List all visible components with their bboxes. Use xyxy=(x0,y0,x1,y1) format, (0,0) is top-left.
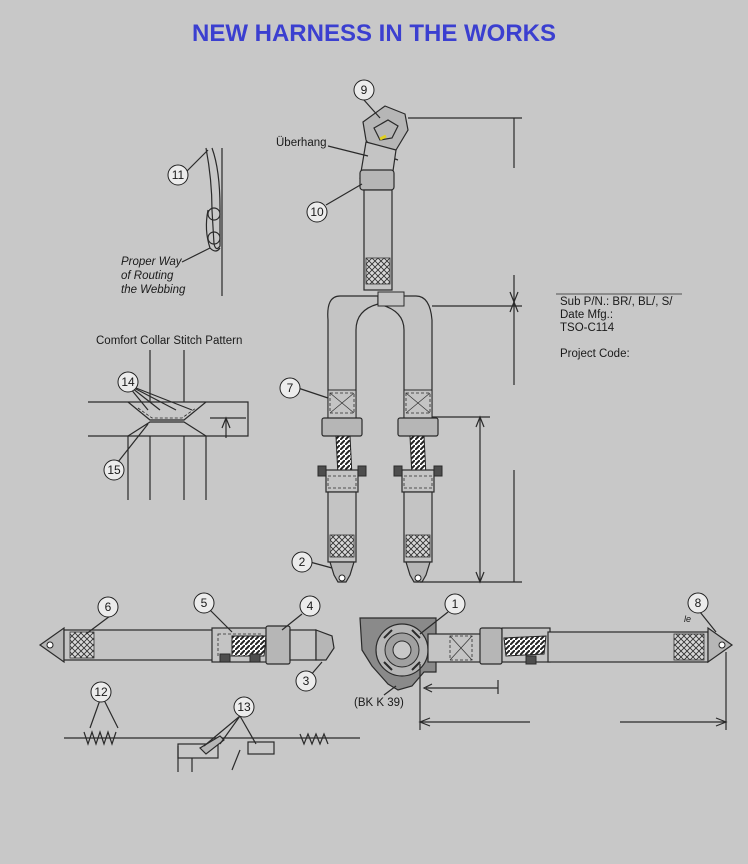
svg-text:4: 4 xyxy=(307,599,314,613)
routing-label-line2: of Routing xyxy=(121,270,174,282)
tso-label: TSO-C114 xyxy=(560,322,615,334)
adjuster-slider xyxy=(359,169,395,191)
svg-text:13: 13 xyxy=(237,700,251,714)
svg-text:1: 1 xyxy=(452,597,459,611)
svg-text:14: 14 xyxy=(121,375,135,389)
svg-text:9: 9 xyxy=(361,83,368,97)
svg-text:7: 7 xyxy=(287,381,294,395)
callout-6: 6 xyxy=(97,596,119,618)
svg-text:11: 11 xyxy=(172,168,185,182)
right-lap-belt xyxy=(427,626,734,665)
routing-label-line1: Proper Way xyxy=(121,256,183,268)
svg-text:6: 6 xyxy=(105,600,112,614)
callout-10: 10 xyxy=(306,201,328,223)
left-lap-belt xyxy=(38,625,335,665)
comfort-collar-label: Comfort Collar Stitch Pattern xyxy=(96,335,242,347)
webbing-routing-detail xyxy=(181,147,223,296)
callout-leaders xyxy=(85,99,717,696)
callout-13: 13 xyxy=(233,696,255,718)
callout-circles: 9 10 11 14 15 7 2 6 5 4 3 1 8 12 13 xyxy=(90,79,709,718)
right-adjuster xyxy=(397,417,439,437)
svg-text:5: 5 xyxy=(201,596,208,610)
callout-4: 4 xyxy=(299,595,321,617)
shoulder-harness xyxy=(317,105,443,583)
overhang-label: Überhang xyxy=(276,137,327,149)
page-title: NEW HARNESS IN THE WORKS xyxy=(191,20,556,47)
shoulder-dimensions xyxy=(408,117,522,584)
svg-text:12: 12 xyxy=(94,685,108,699)
callout-15: 15 xyxy=(103,459,125,481)
routing-label-line3: the Webbing xyxy=(121,284,186,296)
callout-5: 5 xyxy=(193,592,215,614)
comfort-collar-detail xyxy=(88,350,249,500)
callout-14: 14 xyxy=(117,371,139,393)
bk-k39-label: (BK K 39) xyxy=(354,697,404,709)
callout-9: 9 xyxy=(353,79,375,101)
svg-text:10: 10 xyxy=(310,205,324,219)
fragment-label: le xyxy=(684,614,691,624)
callout-2: 2 xyxy=(291,551,313,573)
callout-11: 11 xyxy=(167,164,189,186)
spring-tension-detail xyxy=(64,699,360,772)
callout-8: 8 xyxy=(687,592,709,614)
callout-1: 1 xyxy=(444,593,466,615)
project-code-label: Project Code: xyxy=(560,348,630,360)
callout-7: 7 xyxy=(279,377,301,399)
svg-text:15: 15 xyxy=(107,463,121,477)
svg-text:3: 3 xyxy=(303,674,310,688)
callout-3: 3 xyxy=(295,670,317,692)
left-adjuster xyxy=(321,417,363,437)
callout-12: 12 xyxy=(90,681,112,703)
svg-text:8: 8 xyxy=(695,596,702,610)
lap-dimensions xyxy=(418,652,728,730)
sub-pn-label: Sub P/N.: BR/, BL/, S/ xyxy=(560,296,673,308)
rotary-buckle xyxy=(359,617,437,691)
date-mfg-label: Date Mfg.: xyxy=(560,309,613,321)
svg-text:2: 2 xyxy=(299,555,306,569)
